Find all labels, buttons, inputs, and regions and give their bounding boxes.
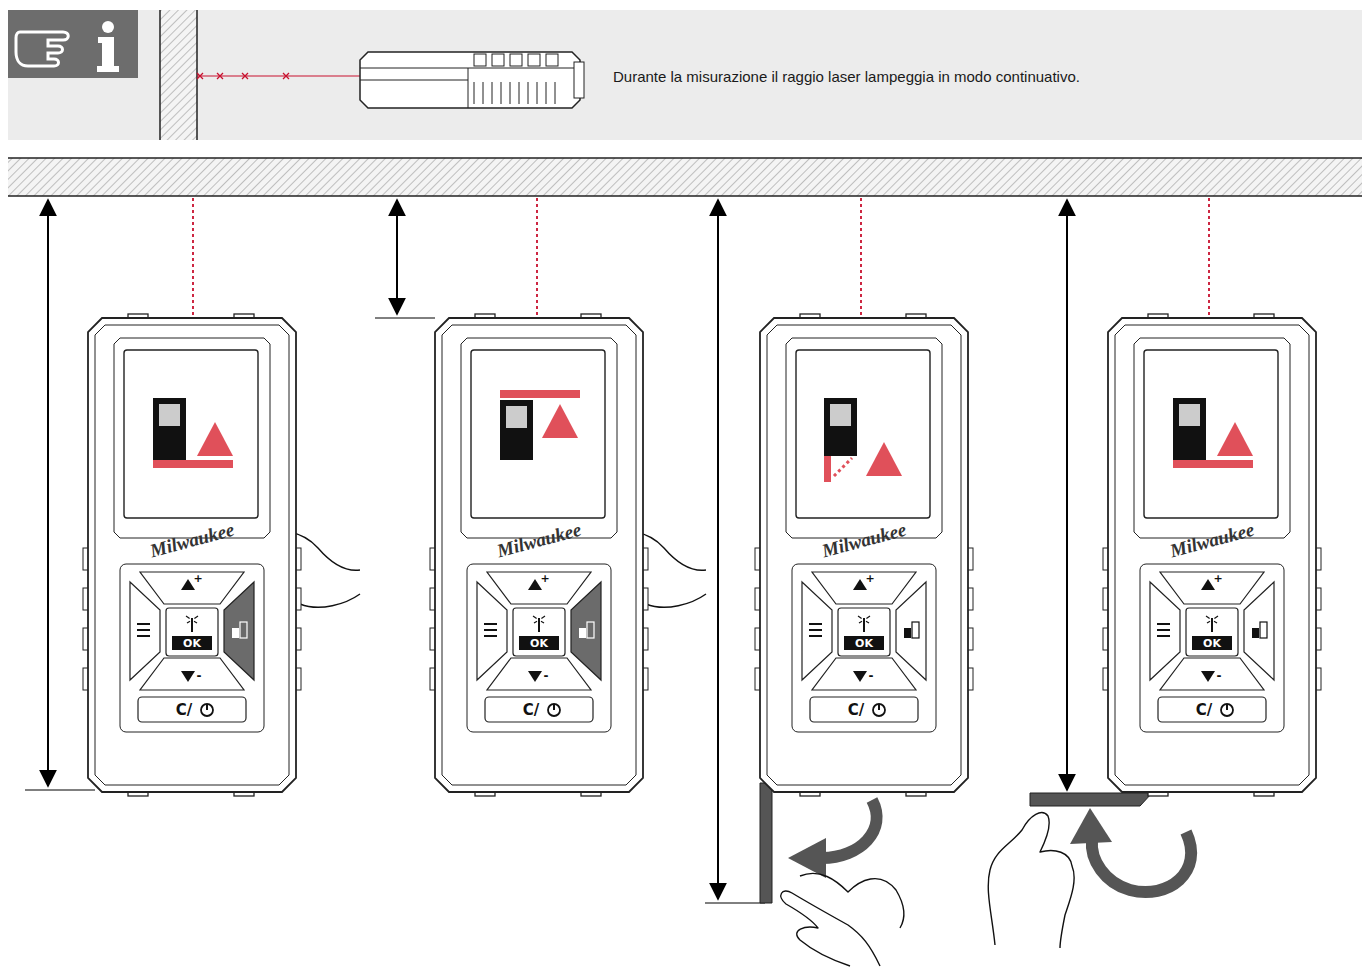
plus-sign: + — [865, 573, 874, 584]
clear-button-label: C/ — [1196, 703, 1213, 718]
screen-icon — [153, 398, 233, 468]
ceiling-edge — [8, 195, 1362, 197]
ceiling-edge — [8, 157, 1362, 159]
screen-icon — [1173, 398, 1253, 468]
distance-meter — [755, 314, 973, 796]
distance-meter — [83, 314, 301, 796]
end-plate — [1030, 793, 1152, 806]
ok-button-label: OK — [855, 638, 873, 649]
plus-sign: + — [1213, 573, 1222, 584]
plus-sign: + — [193, 573, 202, 584]
screen-icon — [824, 398, 902, 482]
ok-button-label: OK — [530, 638, 548, 649]
clear-button-label: C/ — [523, 703, 540, 718]
ok-button-label: OK — [183, 638, 201, 649]
minus-sign: - — [869, 670, 874, 682]
dimension-arrows — [25, 200, 1067, 903]
ok-button-label: OK — [1203, 638, 1221, 649]
distance-meter — [1103, 314, 1321, 796]
minus-sign: - — [1217, 670, 1222, 682]
minus-sign: - — [197, 670, 202, 682]
clear-button-label: C/ — [176, 703, 193, 718]
info-band: Durante la misurazione il raggio laser l… — [8, 10, 1362, 140]
laser-beams — [193, 198, 1209, 315]
end-pin — [760, 783, 778, 903]
rotation-arrow — [788, 800, 877, 878]
note-text: Durante la misurazione il raggio laser l… — [613, 68, 1080, 85]
clear-button-label: C/ — [848, 703, 865, 718]
plus-sign: + — [540, 573, 549, 584]
rotation-arrow — [1070, 808, 1191, 892]
distance-meter — [430, 314, 648, 796]
minus-sign: - — [544, 670, 549, 682]
ceiling — [8, 158, 1362, 196]
screen-icon — [500, 390, 580, 460]
